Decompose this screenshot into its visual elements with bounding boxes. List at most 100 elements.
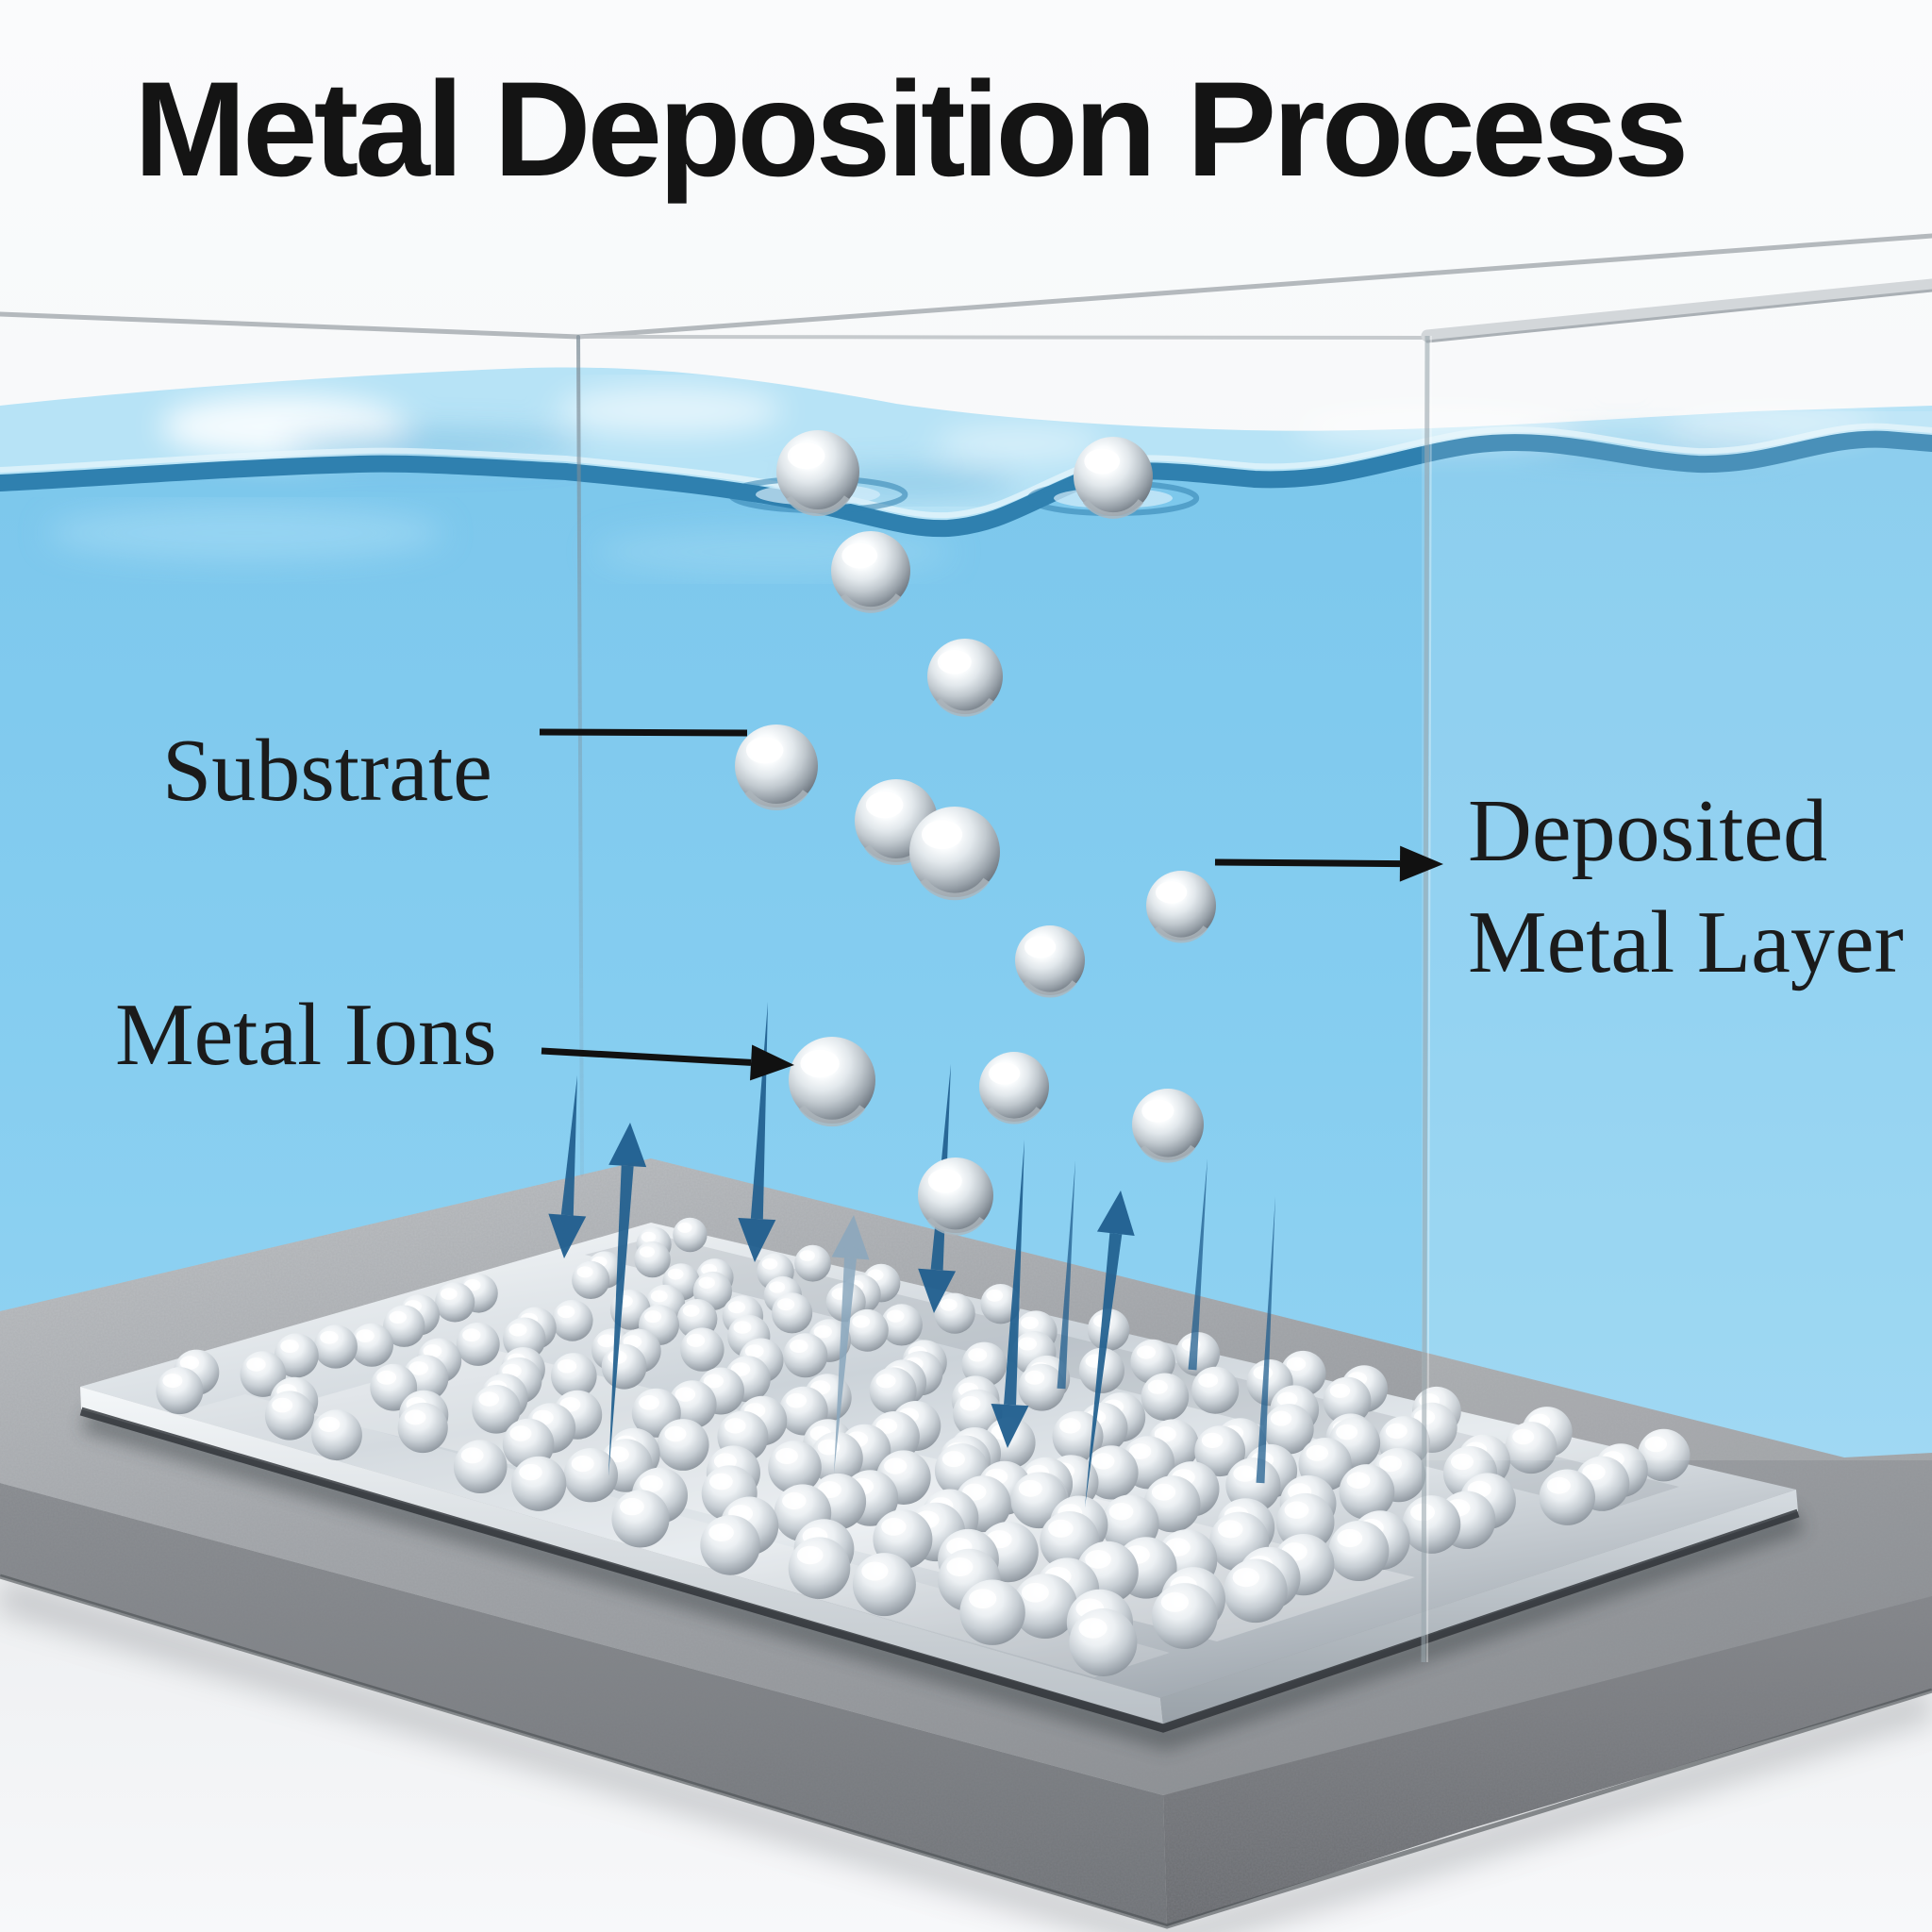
sphere-highlight	[968, 1348, 988, 1362]
metal-ions-pointer-line	[541, 1047, 752, 1066]
rim-front-top-line	[1425, 289, 1932, 343]
sphere-bottom-sheen	[936, 697, 994, 717]
sphere-highlight	[664, 1425, 687, 1442]
sphere-highlight	[921, 820, 963, 850]
sphere-highlight	[686, 1333, 706, 1347]
deposited-sphere	[313, 1324, 358, 1369]
deposited-sphere	[1069, 1608, 1138, 1676]
sphere-highlight	[620, 1497, 644, 1516]
plate-bevel-left	[80, 1387, 1163, 1724]
flux-arrow-down-head	[991, 1403, 1029, 1448]
glass-tint	[1422, 411, 1932, 1460]
sphere-highlight	[884, 1457, 908, 1474]
sphere-highlight	[1644, 1436, 1668, 1453]
deposited-sphere	[1539, 1469, 1596, 1525]
sphere-bottom-sheen	[920, 877, 990, 901]
sphere-highlight	[1284, 1501, 1309, 1519]
water-body	[0, 439, 1932, 1467]
sphere-highlight	[1582, 1463, 1606, 1481]
sphere-highlight	[787, 442, 825, 470]
sphere-highlight	[519, 1463, 542, 1481]
sphere-highlight	[179, 1356, 200, 1370]
sphere-highlight	[1024, 1370, 1045, 1385]
sphere-highlight	[841, 542, 878, 569]
sphere-bottom-sheen	[1154, 925, 1208, 943]
sphere-highlight	[1512, 1428, 1535, 1445]
sphere-highlight	[675, 1387, 696, 1402]
sphere-highlight	[557, 1306, 575, 1319]
flux-arrows	[548, 1002, 1275, 1507]
sphere-highlight	[677, 1222, 692, 1233]
rim-back-right	[575, 233, 1932, 340]
sphere-highlight	[460, 1447, 484, 1464]
deposited-sphere	[264, 1391, 315, 1441]
sphere-highlight	[1451, 1453, 1474, 1471]
sphere-highlight	[713, 1453, 737, 1470]
sphere-highlight	[557, 1358, 577, 1374]
sphere-highlight	[682, 1305, 700, 1317]
sphere-highlight	[1059, 1418, 1081, 1434]
substrate-pointer-line	[539, 728, 748, 737]
plate-seam	[79, 1407, 1800, 1733]
deposited-sphere	[1402, 1495, 1461, 1554]
sphere-bottom-sheen	[1140, 1144, 1196, 1163]
tank-rims	[0, 233, 1932, 1176]
deposited-sphere	[1224, 1558, 1288, 1624]
sphere-highlight	[724, 1418, 746, 1434]
sphere-highlight	[1379, 1456, 1402, 1473]
sphere-highlight	[927, 1169, 962, 1193]
sphere-highlight	[1546, 1476, 1571, 1494]
sphere-bottom-sheen	[786, 495, 850, 516]
deposited-sphere	[435, 1282, 475, 1323]
sphere-highlight	[1021, 1316, 1039, 1330]
sphere-highlight	[1141, 1099, 1174, 1123]
deposited-sphere	[783, 1333, 828, 1378]
sphere-highlight	[709, 1473, 733, 1491]
deposited-sphere	[846, 1308, 889, 1352]
sphere-highlight	[389, 1310, 408, 1324]
flux-arrow-up-head	[1096, 1191, 1135, 1236]
flux-arrow-down-tail	[1004, 1140, 1024, 1406]
sphere-highlight	[1018, 1337, 1037, 1351]
glass-edge-highlight	[1426, 335, 1432, 1663]
meniscus	[0, 430, 1932, 538]
flux-arrow-up-tail	[1085, 1232, 1123, 1507]
sphere-highlight	[1091, 1453, 1115, 1470]
deposited-sphere	[657, 1419, 709, 1471]
sphere-highlight	[1232, 1568, 1260, 1588]
sphere-highlight	[1329, 1383, 1351, 1398]
flux-arrow-down-tail	[560, 1075, 577, 1216]
sphere-highlight	[376, 1370, 397, 1385]
deposited-sphere	[1152, 1583, 1218, 1649]
sphere-highlight	[800, 1049, 840, 1078]
sphere-highlight	[988, 1062, 1021, 1085]
deposited-pointer-line	[1214, 858, 1401, 868]
sphere-highlight	[1253, 1365, 1274, 1380]
sphere-highlight	[969, 1589, 997, 1608]
sphere-highlight	[790, 1340, 808, 1353]
sphere-highlight	[861, 1561, 889, 1581]
sphere-highlight	[698, 1276, 715, 1290]
sphere-bottom-sheen	[744, 790, 808, 810]
deposited-sphere	[680, 1327, 724, 1372]
deposited-metal-layer-spheres	[156, 1217, 1690, 1676]
sphere-highlight	[875, 1418, 898, 1434]
sphere-bottom-sheen	[798, 1105, 866, 1127]
sphere-highlight	[745, 737, 784, 764]
sphere-highlight	[597, 1334, 616, 1348]
deposited-sphere	[156, 1367, 204, 1415]
sphere-highlight	[162, 1374, 183, 1389]
sphere-highlight	[440, 1288, 458, 1300]
deposited-sphere	[1141, 1373, 1190, 1422]
sphere-highlight	[1286, 1357, 1307, 1372]
sphere-highlight	[462, 1328, 481, 1342]
sphere-highlight	[782, 1491, 807, 1510]
sphere-highlight	[817, 1439, 841, 1456]
sphere-highlight	[777, 1298, 795, 1311]
sphere-highlight	[744, 1344, 764, 1358]
flux-arrow-up-head	[608, 1123, 647, 1168]
sphere-highlight	[650, 1290, 668, 1303]
sphere-highlight	[639, 1395, 659, 1410]
sphere-highlight	[1151, 1483, 1176, 1501]
